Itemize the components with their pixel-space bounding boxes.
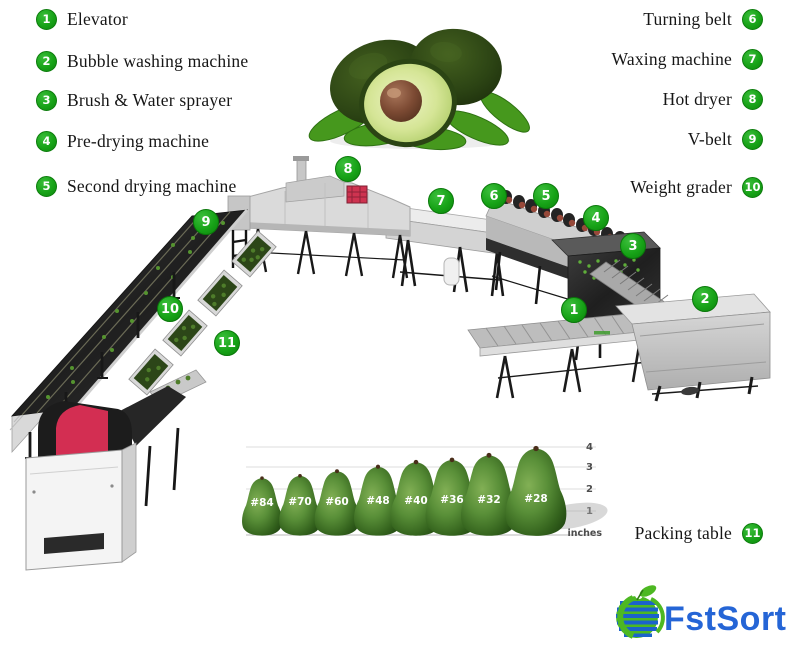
legend-label: Brush & Water sprayer	[67, 89, 233, 110]
unit-label: inches	[567, 528, 602, 539]
logo-leaf-icon	[639, 585, 657, 597]
size-label: #40	[404, 495, 427, 507]
step-number-badge: 3	[36, 89, 57, 111]
legend-item-turning-belt: Turning belt 6	[643, 8, 763, 30]
legend-label: Waxing machine	[611, 48, 732, 69]
legend-label: Packing table	[634, 522, 732, 543]
legend-item-brush-sprayer: 3 Brush & Water sprayer	[36, 89, 232, 111]
machine-badge-brush: 3	[620, 233, 646, 259]
waxing-turning-section	[385, 205, 507, 297]
machine-badge-pre-drying: 4	[583, 205, 609, 231]
legend-label: Elevator	[67, 8, 128, 29]
machine-badge-second-drying: 5	[533, 183, 559, 209]
grader-conveyor	[9, 209, 249, 459]
step-number-badge: 11	[742, 522, 763, 544]
legend-item-second-drying: 5 Second drying machine	[36, 175, 236, 197]
legend-label: Bubble washing machine	[67, 50, 249, 71]
ytick-2: 2	[586, 484, 593, 495]
avocados-on-belt	[46, 221, 225, 399]
red-hood	[56, 405, 108, 462]
machine-badge-v-belt: 9	[193, 209, 219, 235]
legend-label: V-belt	[687, 128, 732, 149]
machine-badge-packing-table: 11	[214, 330, 240, 356]
size-chart: 4 3 2 1 inches	[242, 442, 608, 539]
step-number-badge: 6	[742, 8, 763, 30]
graded-avocado	[354, 464, 402, 536]
legend-item-bubble-washing: 2 Bubble washing machine	[36, 50, 248, 72]
step-number-badge: 9	[742, 128, 763, 150]
size-label: #84	[250, 497, 273, 509]
fstsort-logo: FstSort	[616, 585, 787, 639]
graded-avocado	[505, 445, 567, 536]
packing-tables	[128, 230, 277, 405]
logo-text: FstSort	[664, 600, 787, 638]
output-machine	[25, 386, 186, 571]
legend-item-waxing-machine: Waxing machine 7	[612, 48, 763, 70]
size-label: #36	[440, 494, 463, 506]
legend-label: Second drying machine	[67, 175, 237, 196]
size-labels: #84 #70 #60 #48 #40 #36 #32 #28	[250, 493, 547, 509]
step-number-badge: 10	[742, 176, 763, 198]
machine-badge-waxing: 7	[428, 188, 454, 214]
processing-line	[9, 156, 771, 571]
machine-badge-elevator: 1	[561, 297, 587, 323]
legend-item-weight-grader: Weight grader 10	[630, 176, 763, 198]
legend-item-packing-table: Packing table 11	[635, 522, 763, 544]
graded-avocado	[279, 474, 321, 536]
hot-dryer	[227, 156, 411, 279]
step-number-badge: 8	[742, 88, 763, 110]
size-label: #28	[524, 493, 547, 505]
avocado-photo	[308, 28, 530, 151]
ytick-3: 3	[586, 462, 593, 473]
legend-item-elevator: 1 Elevator	[36, 8, 128, 30]
machine-badge-weight-grader: 10	[157, 296, 183, 322]
legend-label: Weight grader	[630, 176, 732, 197]
washing-tank	[615, 293, 771, 402]
graded-avocado	[314, 469, 360, 536]
legend-item-pre-drying: 4 Pre-drying machine	[36, 130, 209, 152]
size-label: #32	[477, 494, 500, 506]
size-label: #70	[288, 496, 311, 508]
machine-badge-turning-belt: 6	[481, 183, 507, 209]
step-number-badge: 2	[36, 50, 57, 72]
step-number-badge: 7	[742, 48, 763, 70]
graded-avocado	[242, 476, 282, 536]
legend-label: Turning belt	[643, 8, 732, 29]
size-label: #60	[325, 496, 348, 508]
legend-item-hot-dryer: Hot dryer 8	[663, 88, 763, 110]
step-number-badge: 1	[36, 8, 57, 30]
step-number-badge: 5	[36, 175, 57, 197]
ytick-1: 1	[586, 506, 593, 517]
legend-item-v-belt: V-belt 9	[688, 128, 763, 150]
graded-avocado	[461, 452, 517, 536]
machine-badge-hot-dryer: 8	[335, 156, 361, 182]
ytick-4: 4	[586, 442, 593, 453]
legend-label: Pre-drying machine	[67, 130, 210, 151]
size-label: #48	[366, 495, 389, 507]
step-number-badge: 4	[36, 130, 57, 152]
machine-badge-washing: 2	[692, 286, 718, 312]
legend-label: Hot dryer	[662, 88, 732, 109]
